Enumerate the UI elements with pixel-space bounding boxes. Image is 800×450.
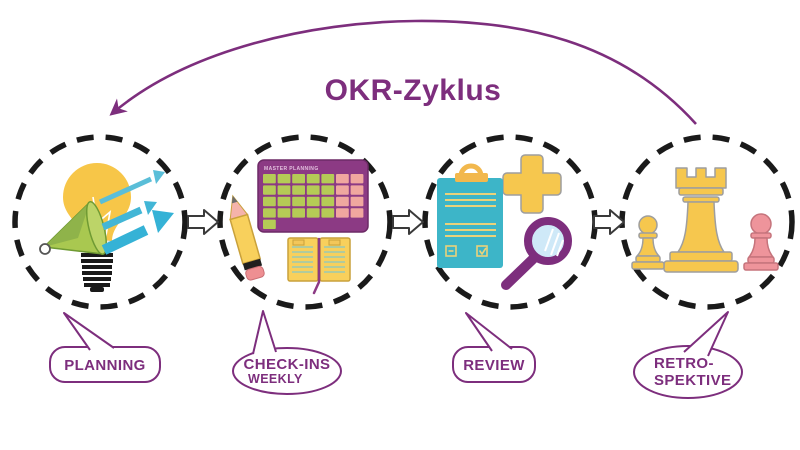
pencil-icon xyxy=(229,194,265,281)
calendar-icon: MASTER PLANNING xyxy=(257,159,369,233)
stage-sublabel-spektive: SPEKTIVE xyxy=(654,372,731,389)
stage-planning xyxy=(12,134,188,310)
stage-label-review: REVIEW xyxy=(463,357,525,374)
stage-review xyxy=(422,134,598,310)
page-title: OKR-Zyklus xyxy=(325,74,502,107)
cycle-return-arrow-icon xyxy=(109,19,697,125)
stage-check-ins: MASTER PLANNING xyxy=(217,134,393,310)
chess-pawn-icon xyxy=(631,215,665,270)
speech-bubble-planning-tail xyxy=(63,312,115,351)
speech-bubble-check-ins-tail xyxy=(252,310,277,355)
chess-pawn-pink-icon xyxy=(743,213,779,271)
megaphone-icon xyxy=(39,200,108,256)
stage-label-planning: PLANNING xyxy=(64,357,146,374)
stage-label-check-ins: CHECK-INS xyxy=(244,356,331,373)
label-bubbles: PLANNING CHECK-INS WEEKLY REVIEW RETRO- … xyxy=(49,310,743,399)
next-step-arrow-icon xyxy=(187,209,219,235)
speech-bubble-review-tail xyxy=(465,312,513,352)
speech-bubble-check-ins xyxy=(232,347,342,395)
next-step-arrow-icon xyxy=(593,209,625,235)
stage-label-retro: RETRO- xyxy=(654,355,714,372)
magnifier-icon xyxy=(501,217,572,290)
stage-sublabel-weekly: WEEKLY xyxy=(248,372,303,386)
next-step-arrows xyxy=(187,209,625,235)
calendar-grid xyxy=(263,174,364,229)
next-step-arrow-icon xyxy=(392,209,424,235)
notebook-icon xyxy=(287,237,351,295)
growth-arrows-icon xyxy=(98,170,174,255)
speech-bubble-retrospektive xyxy=(633,345,743,399)
clipboard-icon xyxy=(437,163,503,268)
speech-bubble-retrospektive-tail xyxy=(683,311,729,357)
stage-retrospektive xyxy=(619,134,795,310)
calendar-title: MASTER PLANNING xyxy=(264,166,319,172)
